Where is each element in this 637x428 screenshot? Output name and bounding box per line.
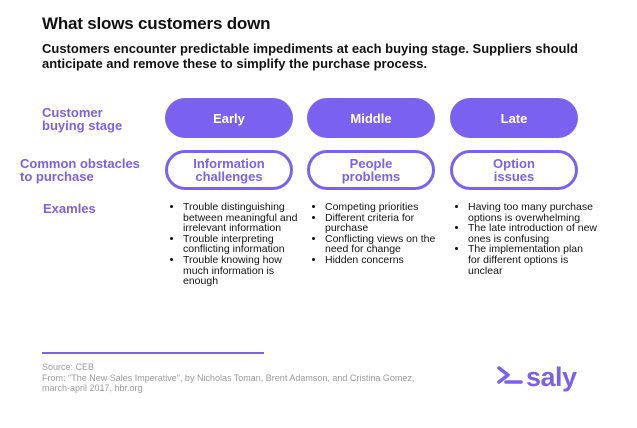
row-label-examples: Examles: [43, 201, 96, 216]
source-note: Source: CEB From: "The New Sales Imperat…: [42, 362, 472, 394]
source-line-1: Source: CEB: [42, 362, 95, 372]
obstacle-label-line2: issues: [493, 169, 535, 184]
example-item: Conflicting views on the need for change: [325, 233, 453, 255]
examples-list-early: Trouble distinguishing between meaningfu…: [169, 202, 303, 287]
obstacle-label-line2: problems: [341, 169, 401, 184]
row-label-obstacles-line2: to purchase: [20, 169, 94, 184]
page-title: What slows customers down: [42, 14, 271, 33]
obstacle-label-line1: Option: [493, 156, 535, 171]
saly-logo-icon: [496, 364, 524, 391]
obstacle-pill-options: Option issues: [450, 150, 578, 190]
row-label-obstacles-line1: Common obstacles: [20, 156, 140, 171]
obstacle-label-line1: People: [349, 156, 393, 171]
example-item: Trouble knowing how much information is …: [183, 255, 303, 287]
stage-pill-late: Late: [450, 98, 578, 138]
example-item: Different criteria for purchase: [325, 212, 453, 234]
row-label-obstacles: Common obstacles to purchase: [20, 157, 140, 183]
example-item: Having too many purchase options is over…: [468, 202, 598, 223]
obstacle-pill-information: Information challenges: [165, 150, 293, 190]
examples-list-late: Having too many purchase options is over…: [454, 202, 598, 276]
examples-list-middle: Competing priorities Different criteria …: [311, 202, 453, 266]
stage-pill-early: Early: [165, 98, 293, 138]
obstacle-pill-people: People problems: [307, 150, 435, 190]
example-item: The implementation plan for different op…: [468, 244, 598, 276]
example-item: Trouble distinguishing between meaningfu…: [183, 202, 303, 234]
stage-pill-middle: Middle: [307, 98, 435, 138]
page-subtitle: Customers encounter predictable impedime…: [42, 41, 579, 71]
saly-logo-text: saly: [526, 362, 577, 392]
example-item: Trouble interpreting conflicting informa…: [183, 233, 303, 255]
stage-label: Middle: [350, 110, 392, 126]
obstacle-label-line2: challenges: [195, 169, 263, 184]
example-item: The late introduction of new ones is con…: [468, 223, 598, 244]
stage-label: Late: [500, 110, 528, 126]
stage-label: Early: [213, 110, 245, 126]
row-label-buying-stage-line2: buying stage: [42, 118, 123, 133]
footer-divider: [42, 352, 264, 354]
row-label-buying-stage: Customer buying stage: [42, 106, 122, 132]
source-line-2: From: "The New Sales Imperative", by Nic…: [42, 372, 415, 383]
source-line-3: march-april 2017, hbr.org: [42, 383, 143, 393]
obstacle-label-line1: Information: [193, 156, 265, 171]
saly-logo: saly: [496, 362, 577, 393]
example-item: Hidden concerns: [325, 255, 453, 266]
example-item: Competing priorities: [325, 202, 453, 213]
row-label-buying-stage-line1: Customer: [42, 105, 103, 120]
